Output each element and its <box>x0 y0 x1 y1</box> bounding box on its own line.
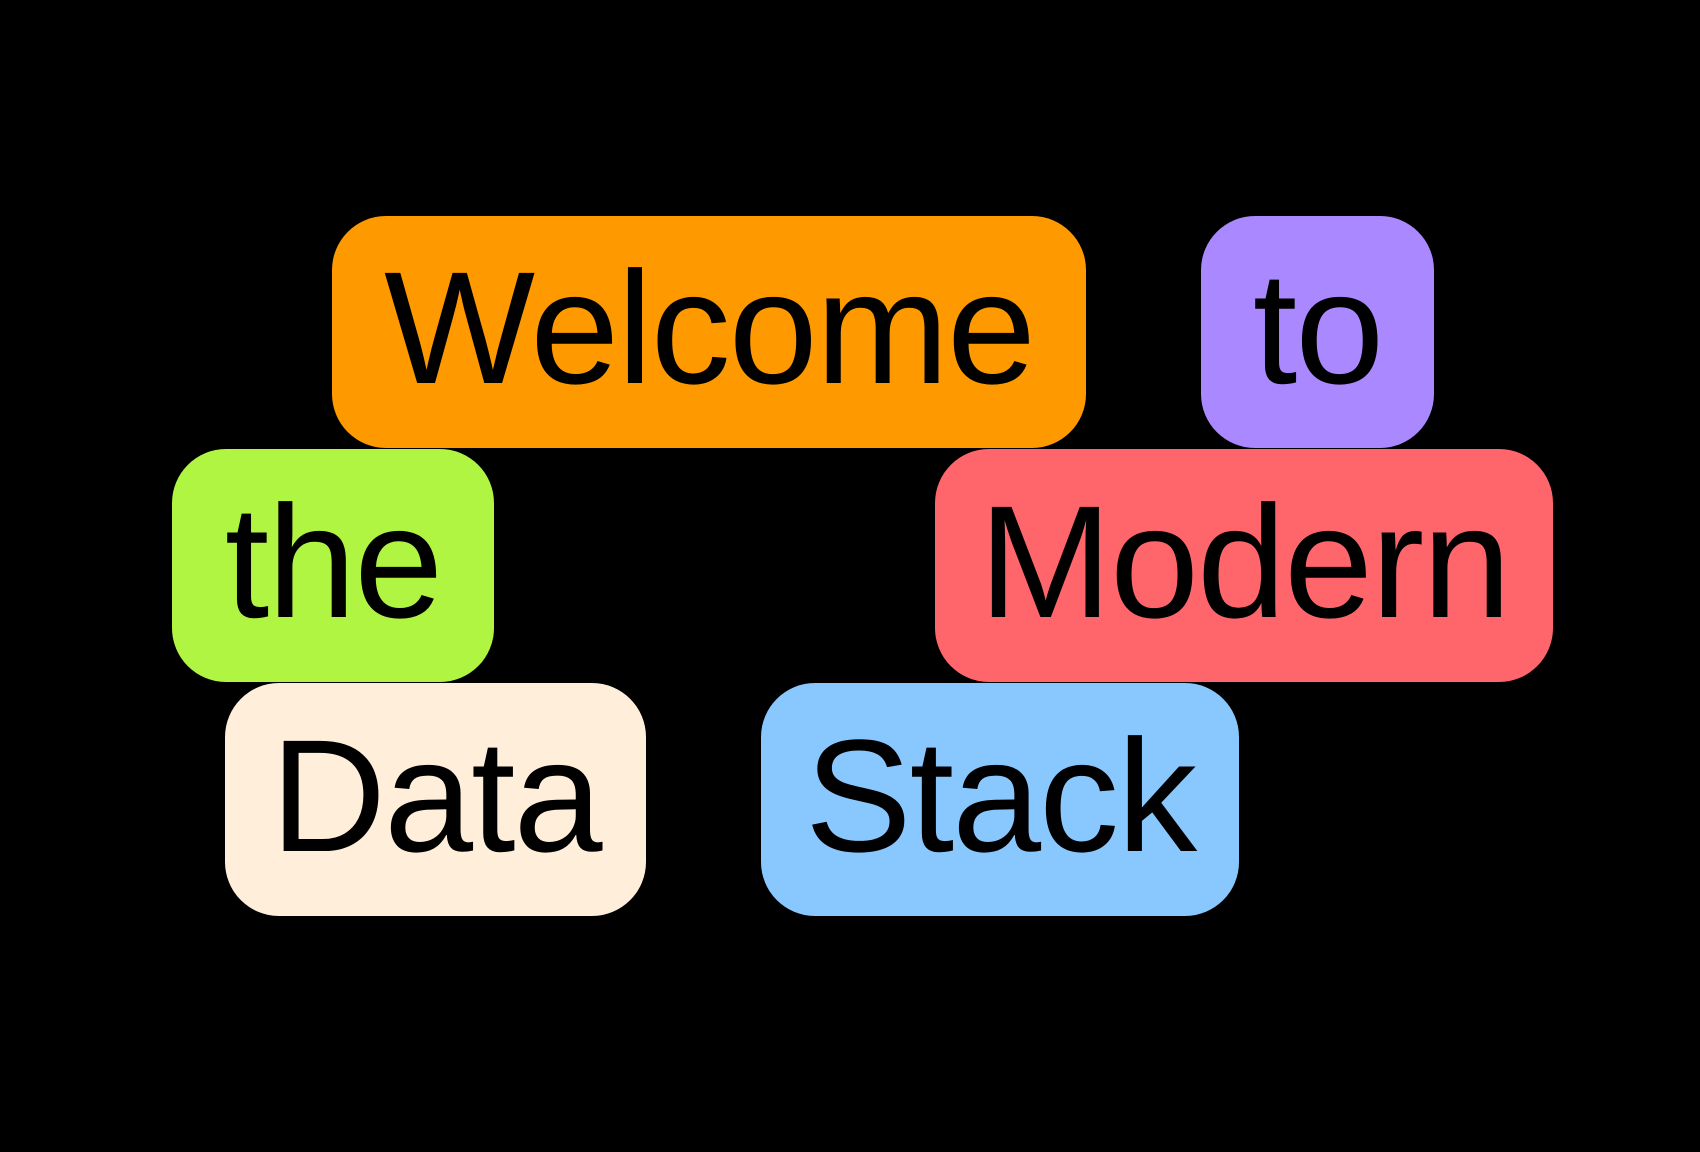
word-text: Data <box>270 705 603 885</box>
word-text: Stack <box>804 705 1197 885</box>
word-pill-welcome: Welcome <box>332 216 1086 448</box>
word-pill-stack: Stack <box>761 683 1239 916</box>
word-pill-data: Data <box>225 683 646 916</box>
word-text: Welcome <box>384 238 1036 417</box>
word-pill-modern: Modern <box>935 449 1553 682</box>
word-text: the <box>224 471 443 651</box>
word-text: to <box>1252 238 1384 417</box>
word-pill-the: the <box>172 449 494 682</box>
word-pill-to: to <box>1201 216 1434 448</box>
word-text: Modern <box>978 471 1511 651</box>
